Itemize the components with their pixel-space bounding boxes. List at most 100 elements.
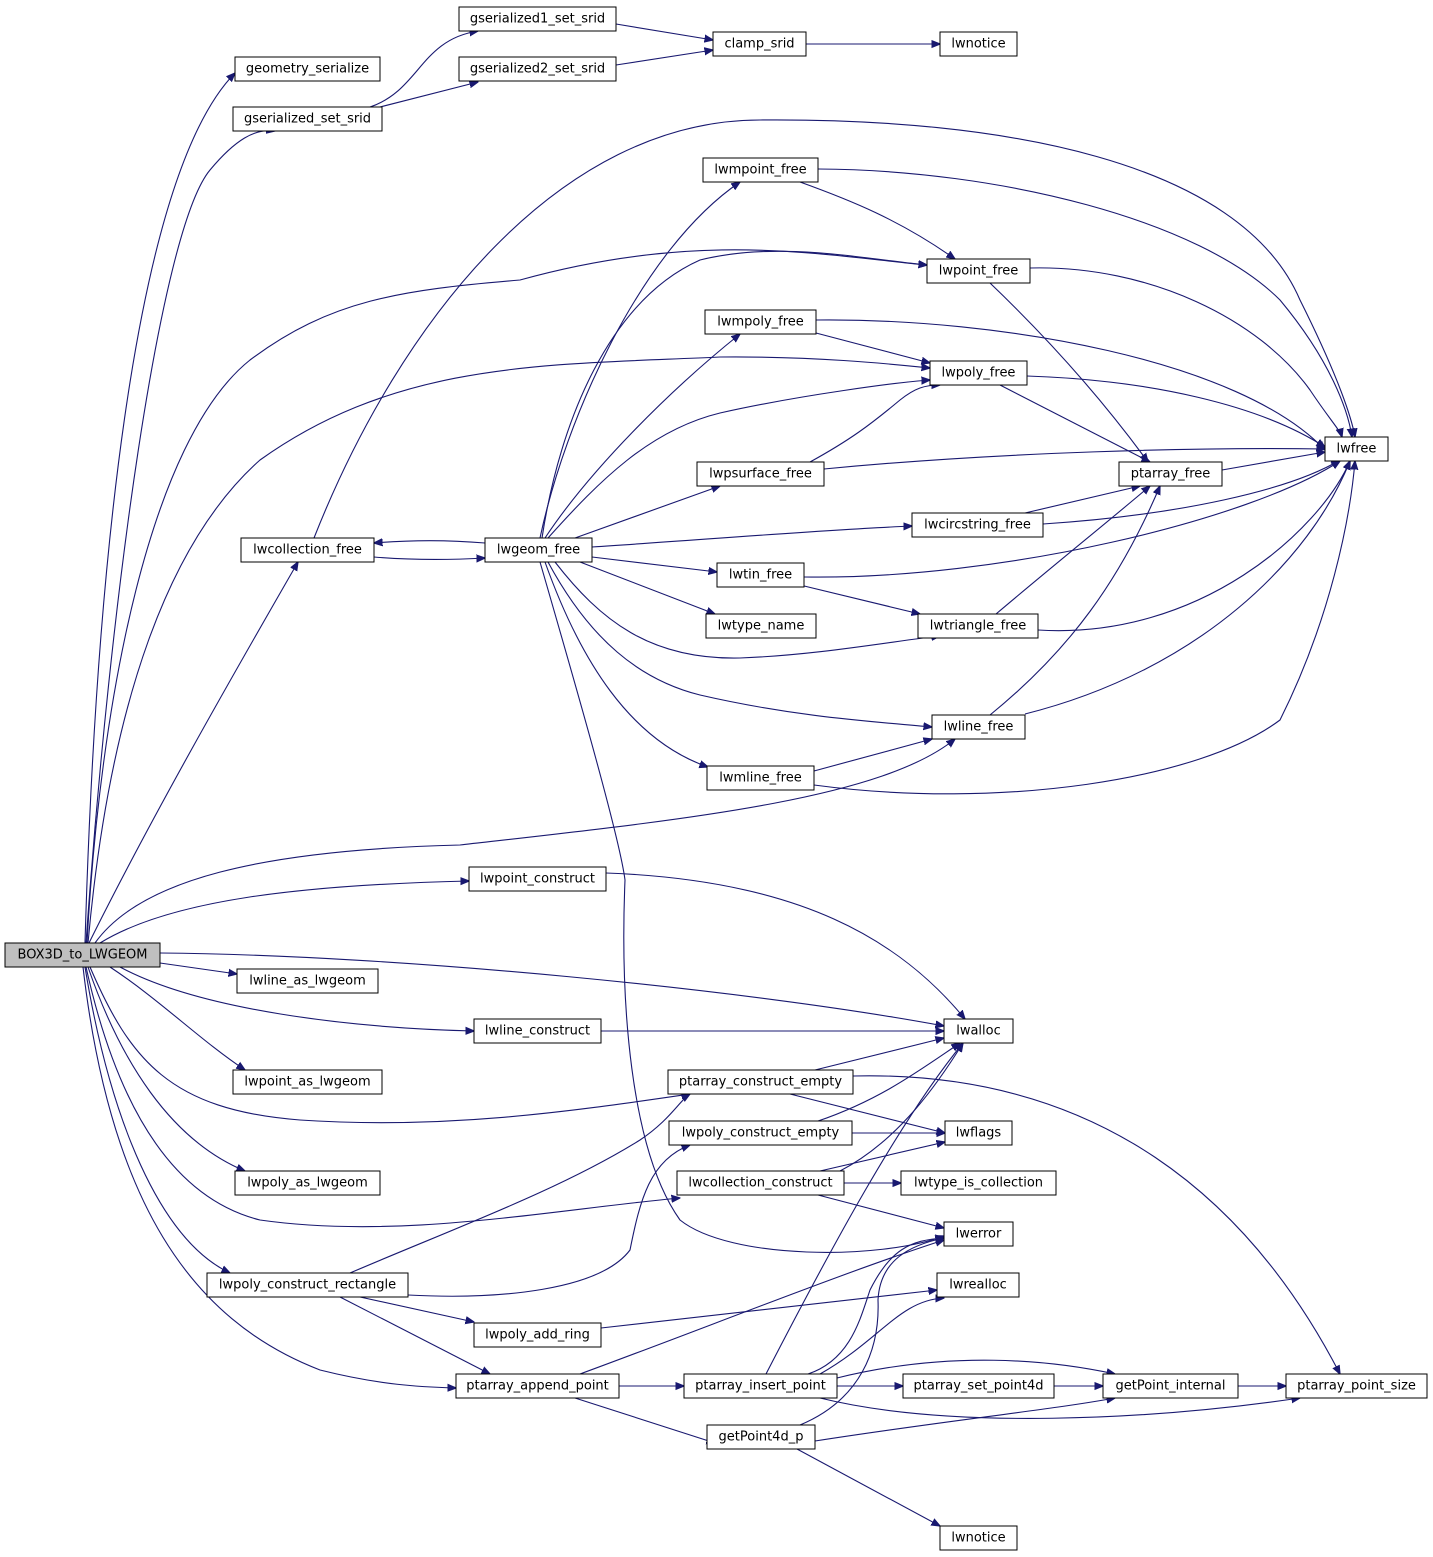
node-clamp-srid[interactable]: clamp_srid	[712, 31, 807, 57]
edge-box3d-to-lwpoint-construct	[99, 881, 469, 944]
edge-lwcollection-free-to-lwfree	[313, 119, 1355, 539]
node-lwalloc[interactable]: lwalloc	[943, 1018, 1014, 1044]
node-box	[706, 765, 815, 791]
edge-lwgeom-free-to-lwmline-free	[544, 561, 708, 767]
edge-box3d-to-lwcollection-construct	[85, 966, 680, 1228]
node-lwline-as-lwgeom[interactable]: lwline_as_lwgeom	[236, 968, 379, 994]
edge-lwpoly-construct-rectangle-to-lwpoly-add-ring	[359, 1296, 474, 1322]
node-label: ptarray_construct_empty	[679, 1075, 842, 1090]
node-label: gserialized_set_srid	[244, 112, 371, 127]
node-ptarray-construct-empty[interactable]: ptarray_construct_empty	[667, 1069, 854, 1095]
node-lwrealloc[interactable]: lwrealloc	[936, 1272, 1020, 1298]
node-ptarray-insert-point[interactable]: ptarray_insert_point	[683, 1373, 838, 1399]
node-label: lwpoly_add_ring	[485, 1328, 590, 1343]
node-lwline-free[interactable]: lwline_free	[931, 714, 1026, 740]
node-label: lwpoint_as_lwgeom	[244, 1075, 370, 1090]
node-box	[667, 1069, 854, 1095]
node-box	[712, 31, 807, 57]
node-lwpoly-free[interactable]: lwpoly_free	[929, 360, 1028, 386]
node-box	[911, 512, 1044, 538]
node-lwcollection-construct[interactable]: lwcollection_construct	[676, 1170, 845, 1196]
node-lwpoint-as-lwgeom[interactable]: lwpoint_as_lwgeom	[232, 1069, 383, 1095]
node-lwpoly-construct-empty[interactable]: lwpoly_construct_empty	[668, 1120, 853, 1146]
node-ptarray-point-size[interactable]: ptarray_point_size	[1285, 1373, 1428, 1399]
edge-lwgeom-free-to-lwerror	[539, 561, 944, 1253]
node-lwpoly-add-ring[interactable]: lwpoly_add_ring	[473, 1322, 602, 1348]
edge-box3d-to-gserialized-set-srid	[85, 131, 275, 944]
node-box	[683, 1373, 838, 1399]
node-lwerror[interactable]: lwerror	[943, 1221, 1014, 1247]
node-lwpoint-free[interactable]: lwpoint_free	[926, 258, 1031, 284]
node-box	[917, 613, 1039, 639]
node-geometry-serialize[interactable]: geometry_serialize	[234, 56, 381, 82]
node-box	[926, 258, 1031, 284]
node-lwtype-is-collection[interactable]: lwtype_is_collection	[900, 1170, 1057, 1196]
node-label: lwpoly_construct_rectangle	[219, 1278, 396, 1293]
edge-lwgeom-free-to-lwtin-free	[591, 556, 717, 572]
node-label: getPoint4d_p	[719, 1430, 804, 1445]
node-lwpsurface-free[interactable]: lwpsurface_free	[696, 461, 825, 487]
edge-gserialized1-set-srid-to-clamp-srid	[615, 23, 713, 40]
node-box	[206, 1272, 409, 1298]
node-label: lwmpoint_free	[714, 163, 806, 178]
node-lwmpoly-free[interactable]: lwmpoly_free	[704, 309, 817, 335]
node-lwtin-free[interactable]: lwtin_free	[716, 562, 805, 588]
node-ptarray-free[interactable]: ptarray_free	[1118, 461, 1223, 487]
node-label: ptarray_free	[1131, 467, 1211, 482]
node-box	[1324, 436, 1389, 462]
edge-box3d-to-ptarray-append-point	[82, 966, 456, 1388]
edge-lwtin-free-to-lwfree	[803, 461, 1340, 578]
node-ptarray-set-point4d[interactable]: ptarray_set_point4d	[902, 1373, 1055, 1399]
node-getPoint4d-p[interactable]: getPoint4d_p	[706, 1424, 816, 1450]
node-box	[929, 360, 1028, 386]
node-box	[458, 6, 617, 32]
node-box3d[interactable]: BOX3D_to_LWGEOM	[4, 942, 161, 968]
node-gserialized-set-srid[interactable]: gserialized_set_srid	[232, 106, 383, 132]
node-box	[704, 309, 817, 335]
node-lwcircstring-free[interactable]: lwcircstring_free	[911, 512, 1044, 538]
edge-box3d-to-lwpoly-construct-rectangle	[84, 966, 230, 1273]
node-gserialized1-set-srid[interactable]: gserialized1_set_srid	[458, 6, 617, 32]
edge-lwpoint-free-to-ptarray-free	[989, 282, 1148, 462]
node-lwpoly-as-lwgeom[interactable]: lwpoly_as_lwgeom	[234, 1170, 381, 1196]
node-label: lwflags	[956, 1126, 1002, 1141]
node-gserialized2-set-srid[interactable]: gserialized2_set_srid	[458, 56, 617, 82]
node-label: lwpoint_free	[939, 264, 1019, 279]
node-lwnotice-top[interactable]: lwnotice	[939, 31, 1018, 57]
node-box	[473, 1322, 602, 1348]
node-box	[944, 1120, 1013, 1146]
node-label: lwtriangle_free	[930, 619, 1027, 634]
node-label: lwline_as_lwgeom	[249, 974, 366, 989]
edge-box3d-to-lwline-as-lwgeom	[159, 962, 237, 974]
node-lwflags[interactable]: lwflags	[944, 1120, 1013, 1146]
edge-lwgeom-free-to-lwmpoint-free	[539, 182, 740, 539]
edge-lwpoint-construct-to-lwalloc	[605, 872, 965, 1019]
edge-ptarray-insert-point-to-lwrealloc	[819, 1298, 944, 1375]
node-lwpoint-construct[interactable]: lwpoint_construct	[468, 866, 607, 892]
node-getPoint-internal[interactable]: getPoint_internal	[1102, 1373, 1239, 1399]
node-ptarray-append-point[interactable]: ptarray_append_point	[455, 1373, 620, 1399]
node-label: lwgeom_free	[497, 543, 580, 558]
edge-box3d-to-lwcollection-free	[88, 562, 298, 944]
edge-lwcollection-construct-to-lwflags	[819, 1142, 945, 1172]
node-lwgeom-free[interactable]: lwgeom_free	[484, 537, 593, 563]
node-label: lwtype_is_collection	[914, 1176, 1043, 1191]
node-box	[931, 714, 1026, 740]
node-label: lwpoly_as_lwgeom	[247, 1176, 368, 1191]
edge-lwgeom-free-to-lwpsurface-free	[574, 486, 720, 539]
node-lwmline-free[interactable]: lwmline_free	[706, 765, 815, 791]
node-lwnotice-bottom[interactable]: lwnotice	[939, 1525, 1018, 1551]
edge-lwpoly-free-to-ptarray-free	[999, 384, 1150, 462]
node-lwtype-name[interactable]: lwtype_name	[705, 613, 817, 639]
edge-box3d-to-lwpoly-free	[87, 356, 930, 944]
node-lwcollection-free[interactable]: lwcollection_free	[240, 537, 375, 563]
edge-getPoint4d-p-to-lwnotice-bottom	[796, 1448, 940, 1526]
node-lwtriangle-free[interactable]: lwtriangle_free	[917, 613, 1039, 639]
node-lwfree[interactable]: lwfree	[1324, 436, 1389, 462]
edge-lwmpoly-free-to-lwpoly-free	[815, 332, 930, 363]
node-lwmpoint-free[interactable]: lwmpoint_free	[702, 157, 819, 183]
node-lwpoly-construct-rectangle[interactable]: lwpoly_construct_rectangle	[206, 1272, 409, 1298]
node-lwline-construct[interactable]: lwline_construct	[473, 1018, 602, 1044]
node-box	[668, 1120, 853, 1146]
